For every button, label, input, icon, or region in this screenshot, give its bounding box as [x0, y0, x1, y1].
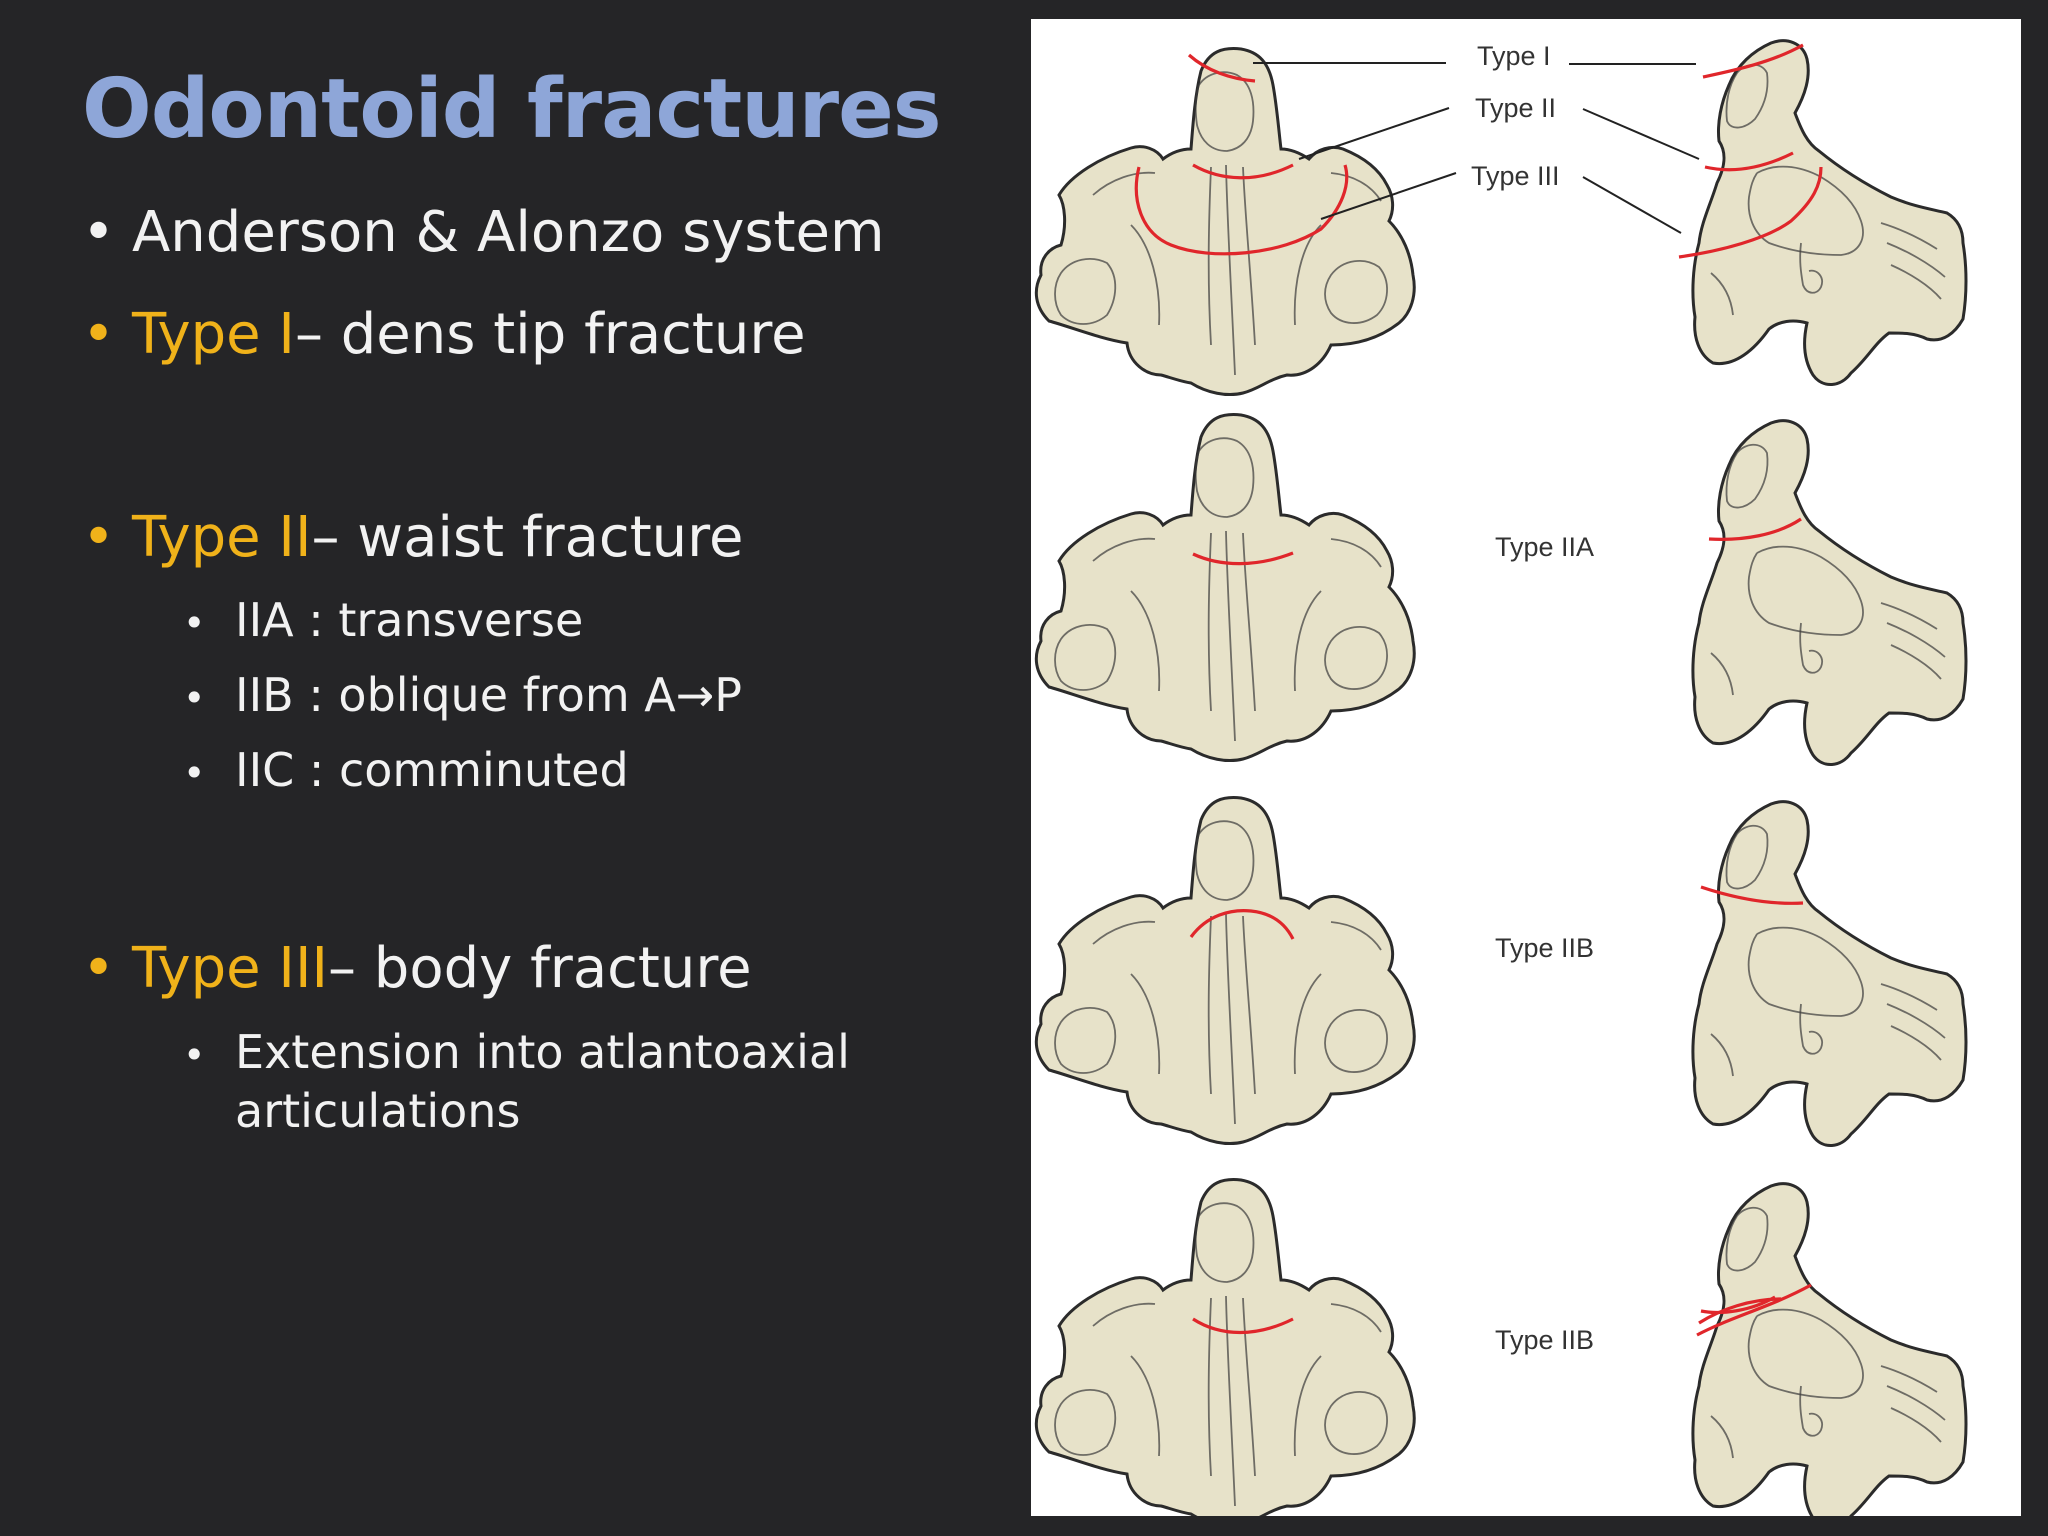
figure-label-type-iia: Type IIA [1495, 532, 1595, 562]
bullet-classification-system: • Anderson & Alonzo system [82, 200, 885, 265]
figure-label-type-ii: Type II [1475, 93, 1557, 123]
sub-bullet-extension-continuation: articulations [235, 1084, 521, 1138]
figure-label-type-iii: Type III [1471, 161, 1560, 191]
odontoid-fracture-illustration: Type I Type II Type III Type IIA Type II… [1031, 19, 2021, 1516]
bullet-dot: • [82, 936, 116, 1001]
sub-bullet-extension-text: Extension into atlantoaxial [235, 1025, 850, 1079]
bullet-dot: • [82, 200, 116, 265]
sub-bullet-dot: • [183, 676, 206, 720]
sub-bullet-dot: • [183, 1033, 206, 1077]
slide-title: Odontoid fractures [82, 62, 941, 157]
sub-bullet-iia-text: IIA : transverse [235, 593, 584, 647]
fracture-diagram [1034, 39, 1968, 1516]
type-2-text: – waist fracture [311, 505, 744, 570]
sub-bullet-iib-text: IIB : oblique from A→P [235, 668, 743, 722]
bullet-dot: • [82, 302, 116, 367]
sub-bullet-extension: • Extension into atlantoaxial [183, 1025, 850, 1079]
figure-label-type-iib-second: Type IIB [1495, 1325, 1595, 1355]
sub-bullet-iia: • IIA : transverse [183, 593, 583, 647]
type-3-label: Type III [132, 936, 328, 1001]
figure-label-type-iib: Type IIB [1495, 933, 1595, 963]
bullet-type-2: • Type II – waist fracture [82, 505, 743, 570]
sub-bullet-dot: • [183, 601, 206, 645]
sub-bullet-iic: • IIC : comminuted [183, 743, 629, 797]
type-1-label: Type I [132, 302, 295, 367]
type-1-text: – dens tip fracture [294, 302, 806, 367]
figure-label-type-i: Type I [1477, 41, 1551, 71]
bullet-dot: • [82, 505, 116, 570]
sub-bullet-iic-text: IIC : comminuted [235, 743, 629, 797]
type-3-text: – body fracture [327, 936, 752, 1001]
sub-bullet-iib: • IIB : oblique from A→P [183, 668, 742, 722]
sub-bullet-dot: • [183, 751, 206, 795]
bullet-type-3: • Type III – body fracture [82, 936, 752, 1001]
bullet-system-text: Anderson & Alonzo system [132, 200, 885, 265]
bullet-type-1: • Type I – dens tip fracture [82, 302, 806, 367]
type-2-label: Type II [132, 505, 312, 570]
